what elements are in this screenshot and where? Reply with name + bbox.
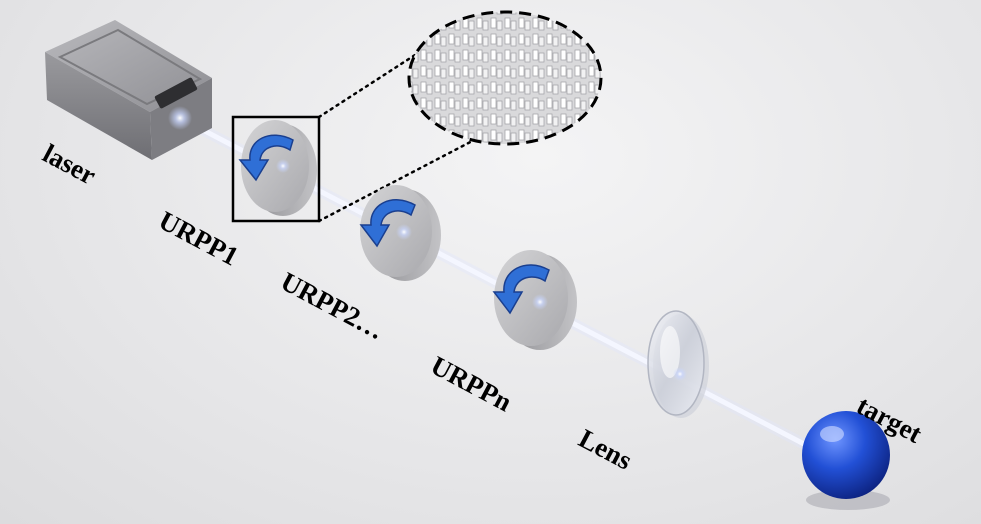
curved-arrow-icon	[359, 199, 416, 248]
urpp2-plate	[359, 185, 441, 281]
laser-source	[45, 20, 212, 160]
curved-arrow-icon	[238, 134, 294, 182]
curved-arrow-icon	[492, 264, 550, 315]
zoom-highlight-box	[231, 115, 321, 223]
target-sphere	[802, 411, 890, 510]
urpp1-plate	[238, 120, 317, 216]
microstructure-zoom	[407, 10, 603, 146]
urppn-plate	[492, 250, 577, 350]
lens	[647, 310, 709, 418]
